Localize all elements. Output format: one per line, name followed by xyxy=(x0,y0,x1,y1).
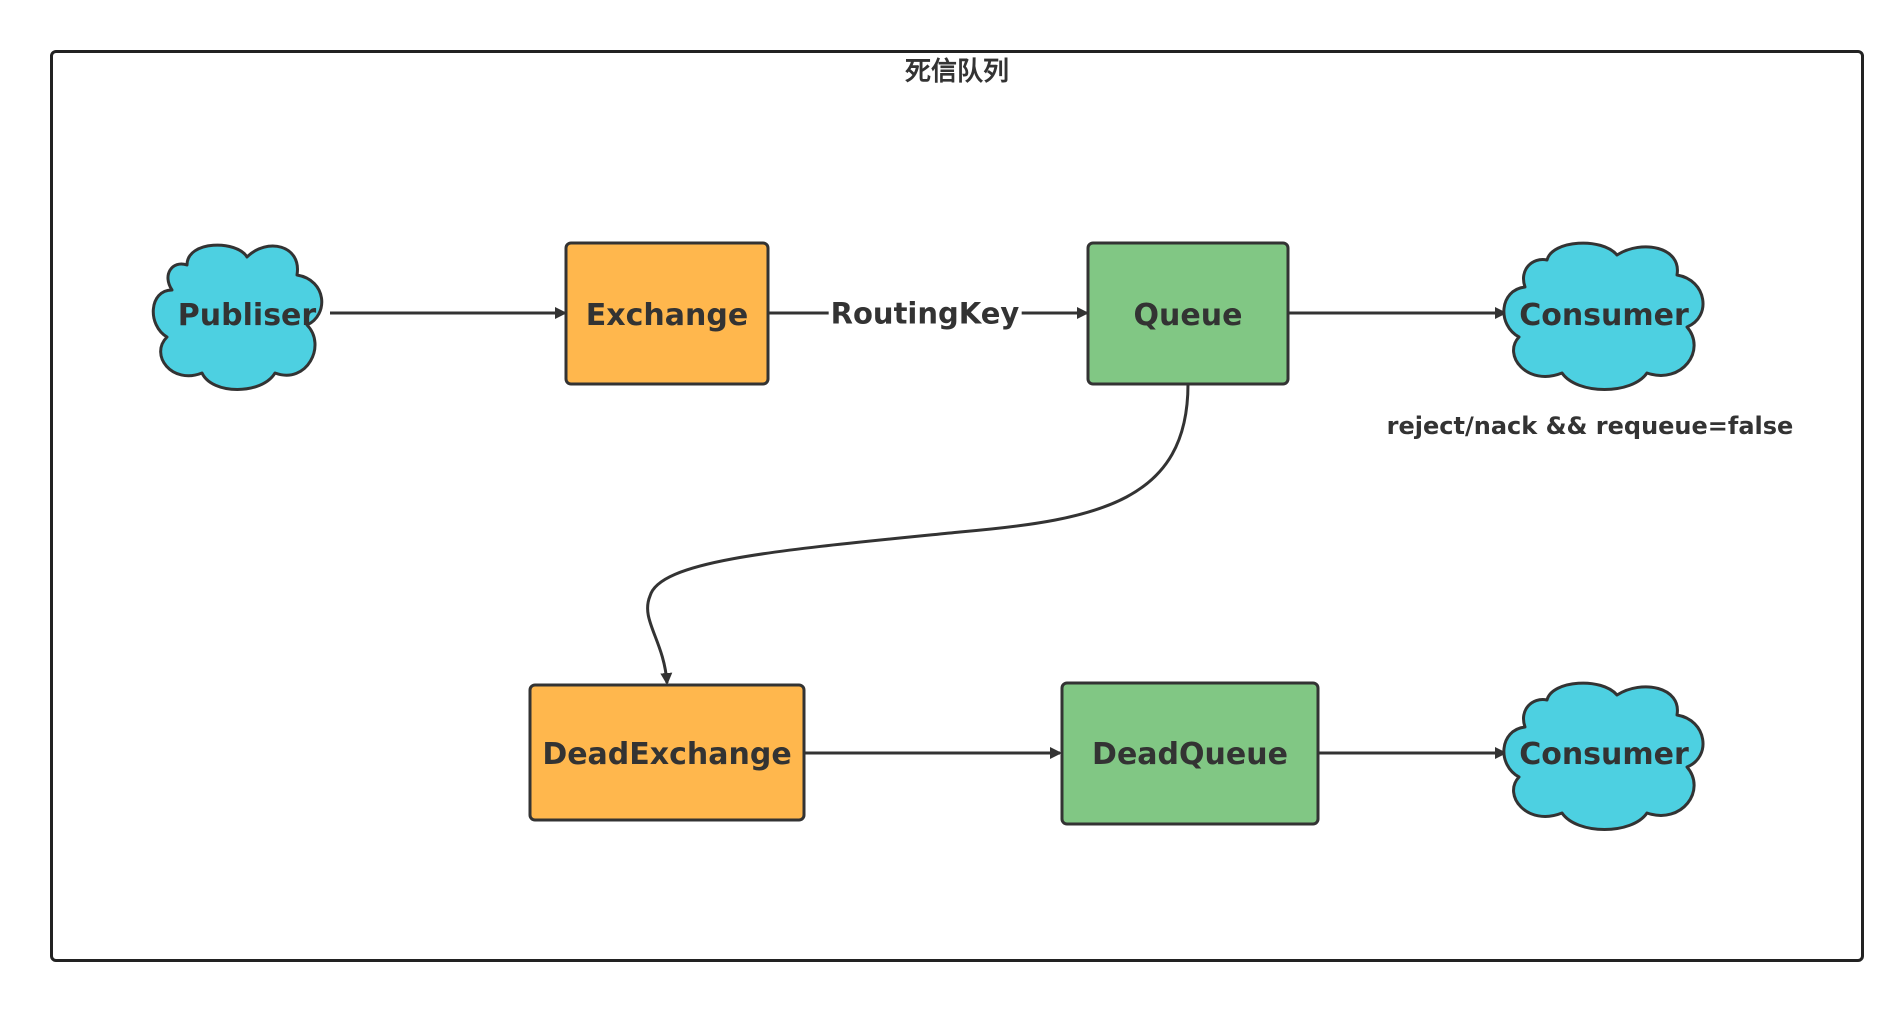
dead-queue-label: DeadQueue xyxy=(1092,737,1288,772)
dead-queue-box xyxy=(1060,681,1320,826)
edge-queue-to-dead-exchange xyxy=(646,383,1190,685)
consumer-label: Consumer xyxy=(1519,298,1689,333)
queue-label: Queue xyxy=(1133,298,1243,333)
dead-exchange-label: DeadExchange xyxy=(542,737,792,772)
publisher-cloud xyxy=(151,243,324,391)
diagram-frame xyxy=(50,50,1864,962)
dead-letter-condition-note: reject/nack && requeue=false xyxy=(1386,412,1794,440)
dead-exchange-box xyxy=(528,683,806,822)
exchange-label: Exchange xyxy=(585,298,749,333)
queue-box xyxy=(1086,241,1290,386)
dead-consumer-cloud xyxy=(1502,681,1705,831)
consumer-cloud xyxy=(1502,241,1705,391)
publisher-label: Publiser xyxy=(177,298,317,333)
routing-key-label: RoutingKey xyxy=(828,296,1022,331)
dead-consumer-label: Consumer xyxy=(1519,737,1689,772)
exchange-box xyxy=(564,241,770,386)
diagram-title: 死信队列 xyxy=(904,57,1010,87)
